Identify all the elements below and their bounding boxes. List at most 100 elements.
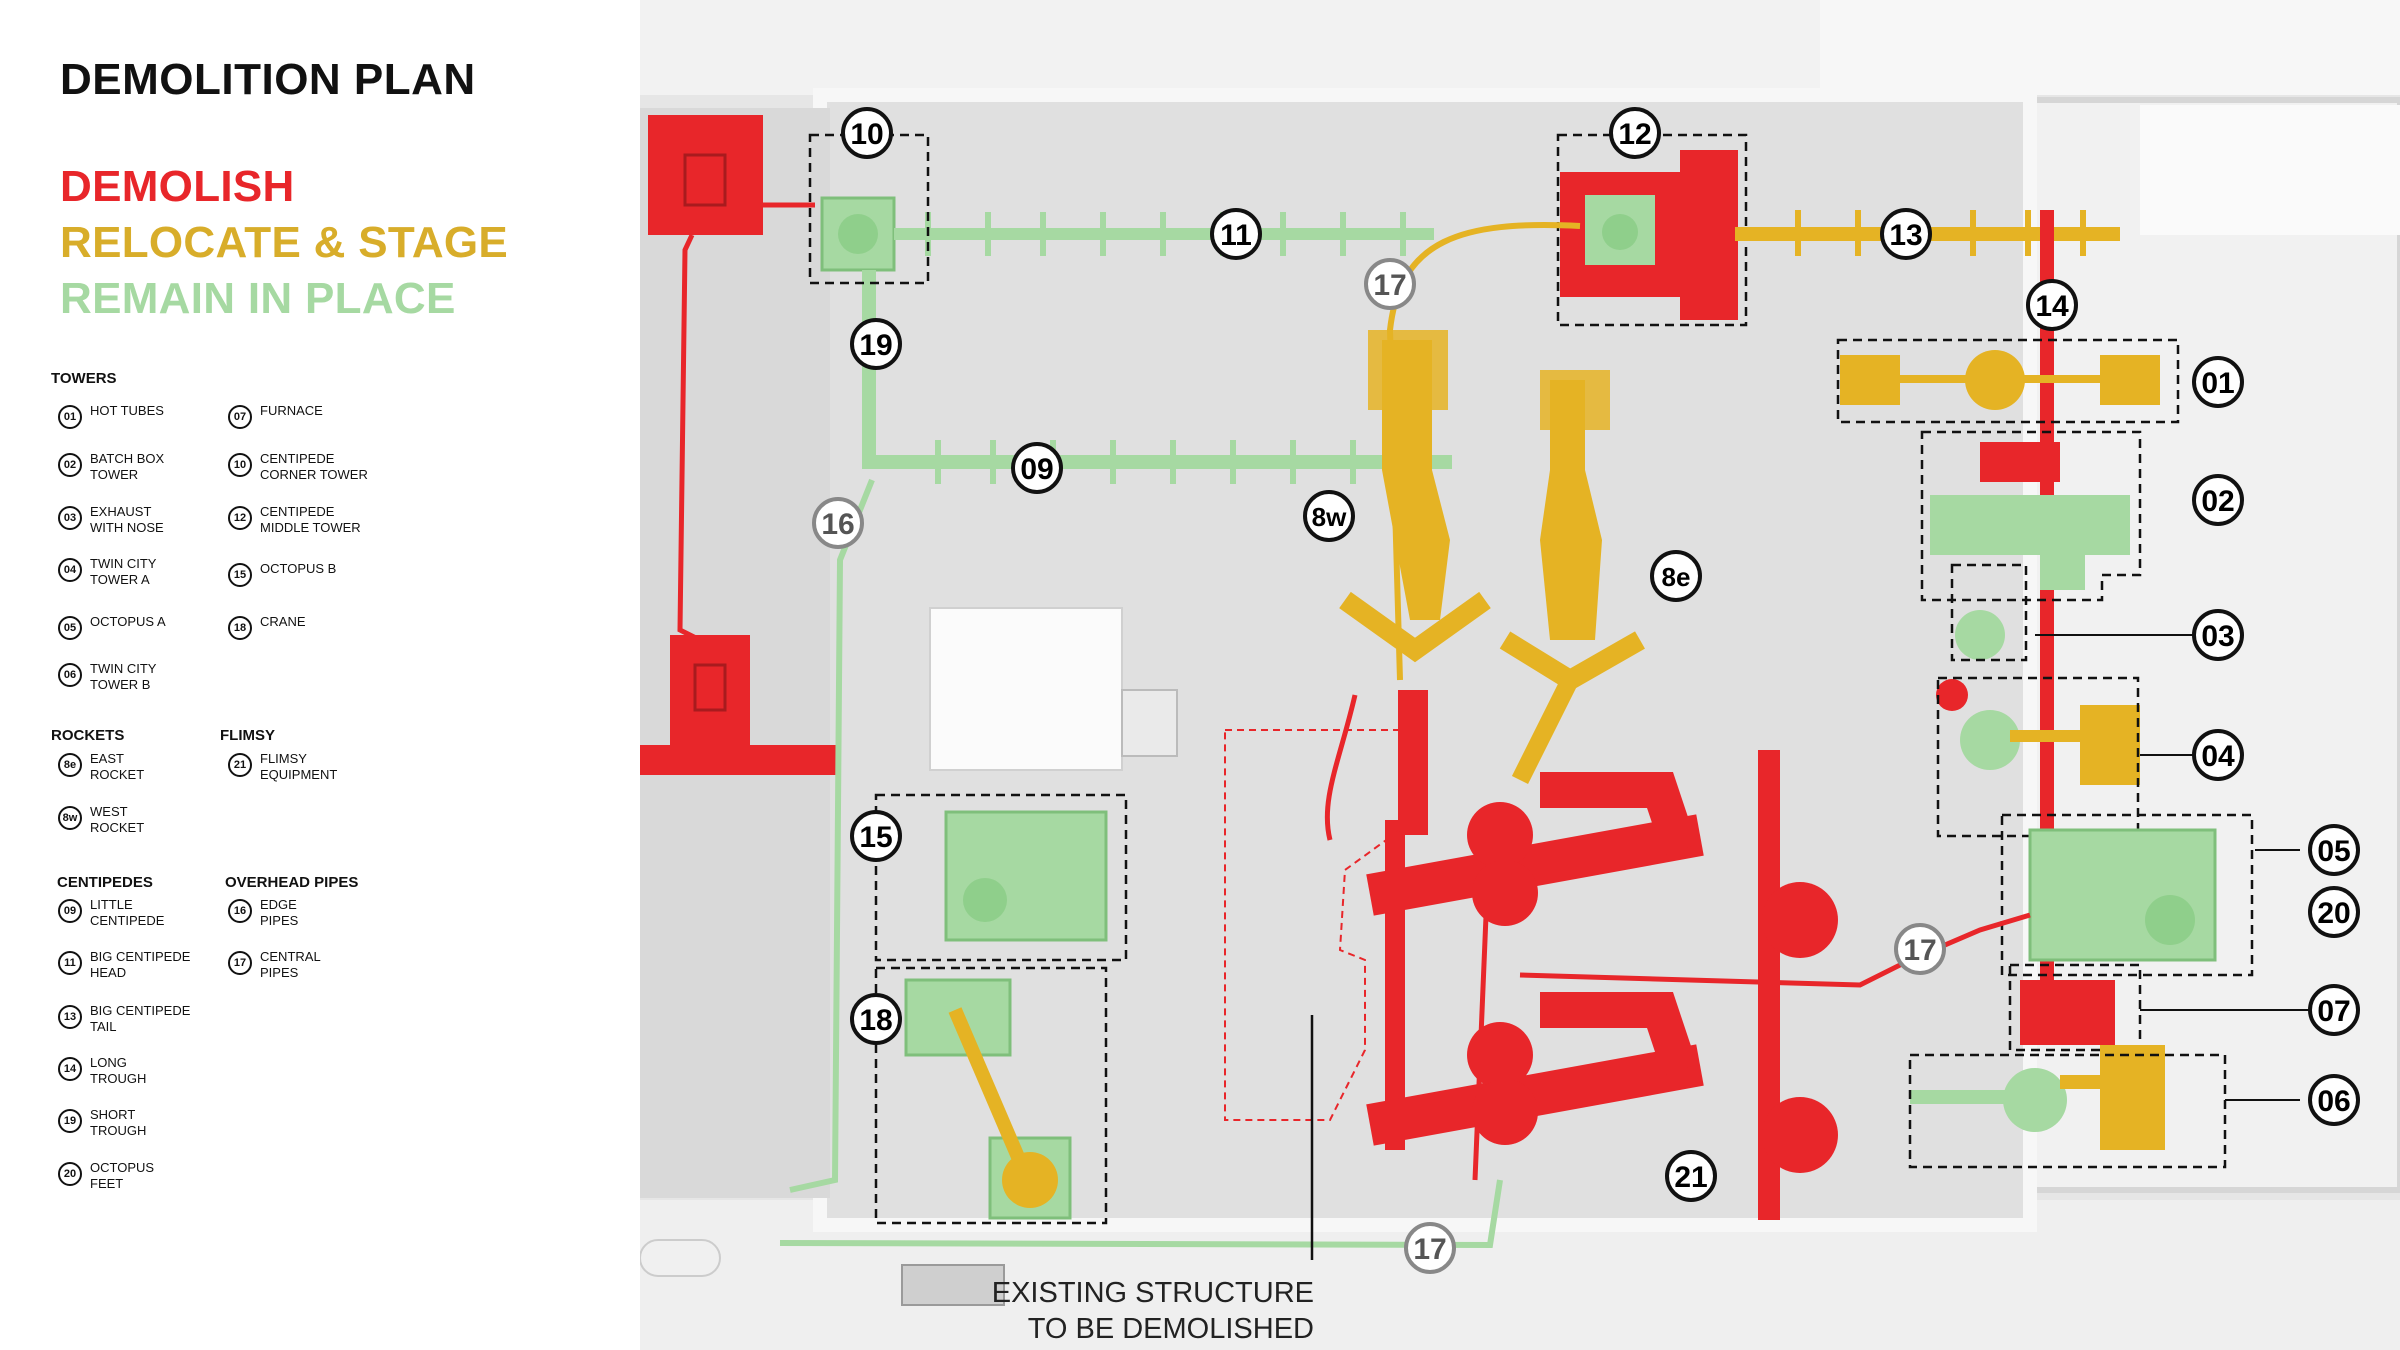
label-05: 05 — [2308, 824, 2360, 876]
east-rocket — [1540, 380, 1602, 640]
number-badge: 13 — [58, 1005, 82, 1029]
label-10: 10 — [841, 107, 893, 159]
number-badge: 07 — [228, 405, 252, 429]
long-trough — [2040, 210, 2054, 980]
label-06: 06 — [2308, 1074, 2360, 1126]
furnace — [2020, 980, 2115, 1045]
number-badge: 20 — [58, 1162, 82, 1186]
label-21: 21 — [1665, 1150, 1717, 1202]
flimsy-elbow-1 — [1540, 772, 1698, 856]
legend-label: WEST ROCKET — [90, 804, 145, 835]
number-badge: 11 — [58, 951, 82, 975]
existing-structure-label-1: EXISTING STRUCTURE — [992, 1277, 1314, 1309]
exhaust-with-nose — [1955, 610, 2005, 660]
legend-label: CRANE — [260, 614, 306, 629]
west-rocket-top — [1368, 330, 1448, 410]
label-20-text: 20 — [2317, 897, 2350, 930]
dashed-box-corner-tower — [808, 133, 930, 285]
existing-structure-outline — [1224, 729, 1401, 1121]
dashed-box-exhaust — [1950, 563, 2028, 662]
legend-label: LITTLE CENTIPEDE — [90, 897, 165, 928]
flimsy-post-1 — [1758, 750, 1780, 1010]
legend-item: 20 OCTOPUS FEET — [58, 1160, 230, 1192]
flimsy-column-n — [1398, 690, 1428, 835]
page-title: DEMOLITION PLAN — [60, 55, 476, 104]
number-badge: 09 — [58, 899, 82, 923]
legend-item: 11 BIG CENTIPEDE HEAD — [58, 949, 230, 981]
legend-label: CENTIPEDE CORNER TOWER — [260, 451, 368, 482]
key-demolish: DEMOLISH — [60, 162, 295, 211]
label-07-text: 07 — [2317, 995, 2350, 1028]
east-rocket-leg — [1511, 675, 1579, 785]
label-13: 13 — [1880, 208, 1932, 260]
label-14-text: 14 — [2035, 290, 2069, 323]
label-03-text: 03 — [2201, 620, 2234, 653]
label-02: 02 — [2192, 474, 2244, 526]
octopus-a — [2028, 828, 2217, 962]
floor-grate — [901, 1264, 1005, 1306]
little-centipede — [862, 455, 1452, 469]
label-12-text: 12 — [1618, 118, 1651, 151]
demolish-block-nw-detail — [683, 153, 727, 207]
legend-item: 07 FURNACE — [228, 403, 400, 429]
label-09-text: 09 — [1020, 453, 1053, 486]
twin-city-b-yellow — [2100, 1045, 2165, 1150]
number-badge: 15 — [228, 563, 252, 587]
label-15: 15 — [850, 810, 902, 862]
crane-hub — [1002, 1152, 1058, 1208]
label-17-south-text: 17 — [1413, 1233, 1446, 1266]
north-building — [1820, 0, 2400, 95]
legend-label: OCTOPUS FEET — [90, 1160, 155, 1191]
octopus-b-core — [963, 878, 1007, 922]
label-02-text: 02 — [2201, 485, 2234, 518]
legend-label: TWIN CITY TOWER B — [90, 661, 157, 692]
label-13-text: 13 — [1889, 219, 1922, 252]
legend-label: EDGE PIPES — [260, 897, 299, 928]
label-16-text: 16 — [821, 508, 854, 541]
dashed-box-furnace — [2008, 963, 2142, 1052]
label-12: 12 — [1609, 107, 1661, 159]
flimsy-tank-2 — [1472, 860, 1538, 926]
dashed-box-batch-box — [1920, 430, 2142, 602]
label-04-text: 04 — [2201, 740, 2235, 773]
flimsy-tank-3 — [1467, 1022, 1533, 1088]
batch-box-red — [1980, 442, 2060, 482]
label-17-north: 17 — [1364, 258, 1416, 310]
flimsy-beam-2 — [1366, 1044, 1704, 1146]
twin-city-a-arm — [2010, 730, 2085, 742]
legend-item: 09 LITTLE CENTIPEDE — [58, 897, 230, 929]
twin-city-a-red — [1936, 679, 1968, 711]
flimsy-tank-1 — [1467, 802, 1533, 868]
octopus-a-core — [2145, 895, 2195, 945]
label-8e: 8e — [1650, 550, 1702, 602]
section-rockets: ROCKETS — [51, 727, 125, 744]
number-badge: 02 — [58, 453, 82, 477]
section-centipedes: CENTIPEDES — [57, 874, 153, 891]
legend-label: BIG CENTIPEDE HEAD — [90, 949, 191, 980]
label-01: 01 — [2192, 356, 2244, 408]
centipede-corner-tower-top — [838, 214, 878, 254]
label-03: 03 — [2192, 609, 2244, 661]
label-10-text: 10 — [850, 118, 883, 151]
label-19: 19 — [850, 318, 902, 370]
site-plan: 10 12 11 13 17 14 01 19 09 02 16 8w 8e 0… — [640, 0, 2400, 1350]
label-20: 20 — [2308, 886, 2360, 938]
twin-city-b-arm — [1910, 1090, 2010, 1104]
key-remain: REMAIN IN PLACE — [60, 274, 456, 323]
legend-label: FURNACE — [260, 403, 323, 418]
west-rocket-base — [1339, 591, 1491, 663]
label-07: 07 — [2308, 984, 2360, 1036]
number-badge: 8e — [58, 753, 82, 777]
dashed-box-octopus-b — [874, 793, 1128, 962]
number-badge: 04 — [58, 558, 82, 582]
demolish-pipe-central — [1324, 694, 1358, 841]
section-flimsy: FLIMSY — [220, 727, 275, 744]
label-17-north-text: 17 — [1373, 269, 1406, 302]
